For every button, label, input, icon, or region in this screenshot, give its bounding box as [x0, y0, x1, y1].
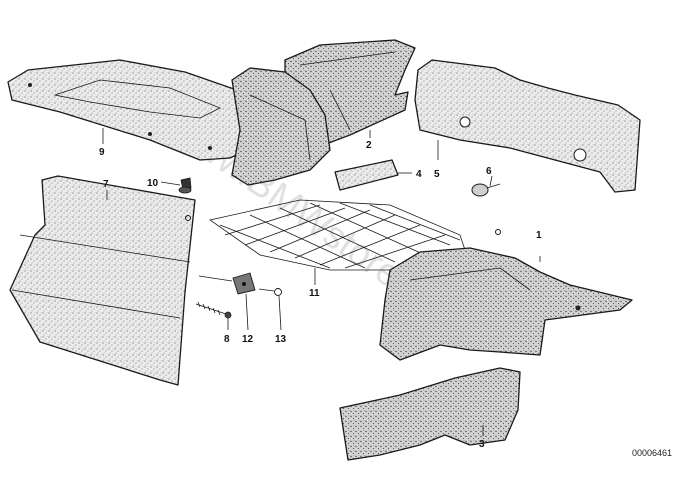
part-left-wheel-arch: [231, 67, 331, 186]
part-7-floor-cover: [9, 175, 196, 386]
part-10-screw: [178, 177, 192, 194]
callout-13: 13: [275, 334, 287, 345]
callout-12: 12: [242, 334, 254, 345]
callout-7: 7: [103, 179, 109, 190]
document-number: 00006461: [632, 448, 672, 458]
callout-8: 8: [224, 334, 230, 345]
callout-1: 1: [536, 230, 542, 241]
part-3-lower-trim: [339, 367, 521, 461]
callout-11: 11: [309, 288, 320, 299]
part-1-right-wheel-arch: [379, 247, 633, 361]
part-8-long-screw: [195, 301, 232, 319]
part-6-push-clip: [471, 183, 501, 197]
callout-9: 9: [99, 147, 105, 158]
callout-10: 10: [147, 178, 159, 189]
part-4-bracket: [334, 159, 399, 191]
callout-2: 2: [366, 140, 372, 151]
callout-4: 4: [416, 169, 422, 180]
part-12-clamp: [232, 272, 256, 295]
callouts: 1 2 3 4 5 6 7 8 9 10 11 12 13: [99, 140, 542, 450]
part-9-parcel-shelf: [7, 59, 286, 161]
part-13-nut: [274, 288, 282, 296]
callout-5: 5: [434, 169, 440, 180]
callout-3: 3: [479, 439, 485, 450]
leader-lines: [102, 128, 541, 436]
part-5-right-trim-panel: [414, 59, 641, 193]
part-11-cargo-net: [185, 199, 501, 271]
callout-6: 6: [486, 166, 492, 177]
